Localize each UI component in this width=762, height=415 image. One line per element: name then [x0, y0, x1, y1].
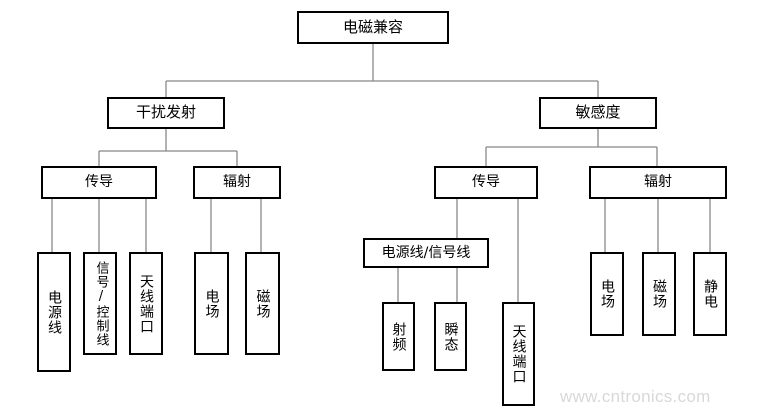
susceptibility-item-rf: 射频: [382, 302, 415, 371]
susceptibility-radiated-item-electric-field: 电场: [590, 252, 624, 336]
susceptibility-radiated-node: 辐射: [589, 166, 727, 199]
emission-conducted-item-power-line: 电源线: [37, 252, 71, 372]
root-label: 电磁兼容: [342, 17, 403, 36]
susceptibility-conducted-label: 传导: [472, 174, 500, 191]
emission-label: 干扰发射: [135, 103, 196, 122]
emission-conducted-item-antenna-port: 天线端口: [129, 252, 163, 355]
emission-conducted-item-label: 信号/控制线: [93, 260, 109, 347]
susceptibility-radiated-item-magnetic-field: 磁场: [642, 252, 676, 336]
susceptibility-radiated-item-electrostatic: 静电: [693, 252, 727, 336]
susceptibility-radiated-item-label: 静电: [702, 279, 719, 309]
susceptibility-power-signal-node: 电源线/信号线: [363, 238, 489, 268]
emission-radiated-item-label: 电场: [203, 288, 220, 319]
susceptibility-item-label: 射频: [390, 321, 407, 352]
emission-radiated-label: 辐射: [223, 174, 251, 191]
susceptibility-radiated-item-label: 磁场: [651, 279, 668, 309]
emission-radiated-item-label: 磁场: [254, 288, 271, 319]
emission-conducted-label: 传导: [85, 174, 113, 191]
susceptibility-item-transient: 瞬态: [434, 302, 467, 371]
susceptibility-radiated-item-label: 电场: [599, 279, 616, 309]
susceptibility-power-signal-label: 电源线/信号线: [381, 244, 471, 261]
site-watermark: www.cntronics.com: [560, 387, 711, 406]
susceptibility-item-label: 瞬态: [442, 321, 459, 352]
emission-conducted-item-label: 天线端口: [138, 273, 155, 334]
susceptibility-conducted-node: 传导: [434, 166, 538, 199]
emission-conducted-node: 传导: [41, 166, 157, 199]
susceptibility-radiated-label: 辐射: [644, 174, 672, 191]
emission-node: 干扰发射: [107, 97, 225, 129]
emission-radiated-node: 辐射: [193, 166, 281, 199]
susceptibility-item-label: 天线端口: [510, 324, 527, 384]
root-node: 电磁兼容: [297, 11, 449, 44]
emission-radiated-item-magnetic-field: 磁场: [245, 252, 280, 355]
emission-conducted-item-signal-line: 信号/控制线: [83, 252, 117, 355]
susceptibility-node: 敏感度: [539, 97, 657, 129]
susceptibility-label: 敏感度: [575, 103, 621, 122]
emission-conducted-item-label: 电源线: [46, 289, 63, 335]
susceptibility-item-antenna-port: 天线端口: [502, 302, 535, 406]
emission-radiated-item-electric-field: 电场: [194, 252, 229, 355]
